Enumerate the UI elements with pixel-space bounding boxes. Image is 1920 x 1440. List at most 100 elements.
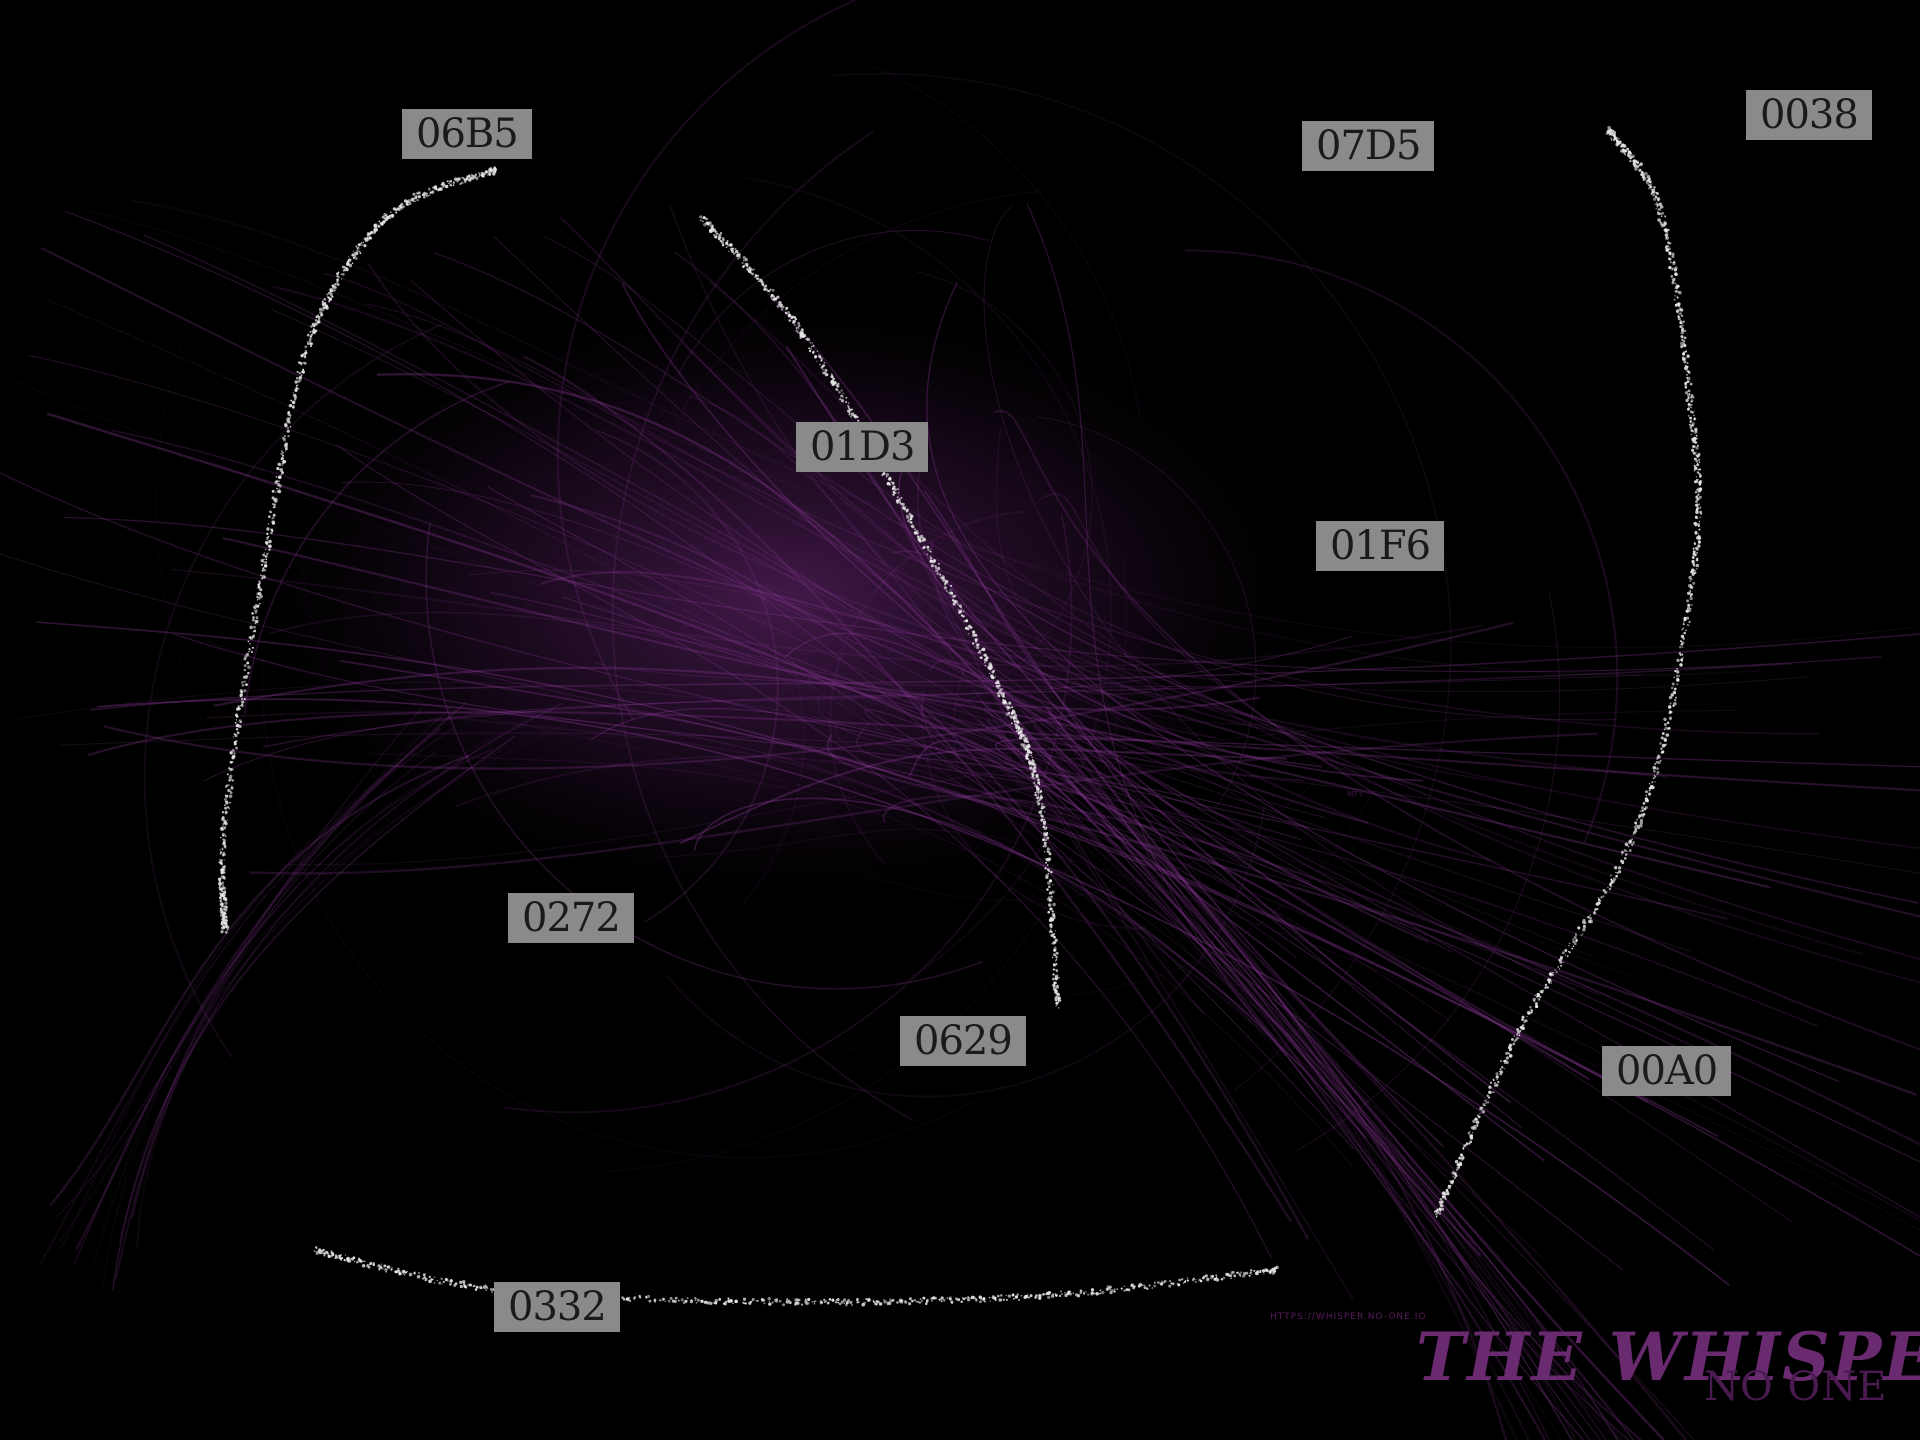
wisp-strand xyxy=(170,568,1484,668)
wisp-tail xyxy=(1047,711,1695,1440)
wisp-strand xyxy=(908,739,1545,1162)
wisp-arc xyxy=(143,322,444,1059)
wisp-strand xyxy=(63,516,1882,673)
node-label-01d3[interactable]: 01D3 xyxy=(796,422,929,472)
wisp-strand xyxy=(40,246,1368,824)
wisp-tail xyxy=(1065,708,1531,1440)
wisp-strand xyxy=(270,308,1327,819)
wisp-arc xyxy=(1036,415,1257,808)
wisp-arc xyxy=(243,380,510,715)
wisp-strand xyxy=(173,633,1309,829)
wisp-strand xyxy=(864,709,1714,1251)
wisp-strand xyxy=(708,280,1864,956)
wisp-strand xyxy=(540,571,1920,918)
wisp-arc xyxy=(829,510,1026,865)
wisp-arc xyxy=(1071,791,1374,996)
wisp-arc xyxy=(831,72,1452,1092)
credit-link[interactable]: HTTPS://WHISPER.NO-ONE.IO xyxy=(1270,1312,1427,1322)
node-label-0272[interactable]: 0272 xyxy=(508,893,634,943)
wisp-strand xyxy=(376,372,1482,1257)
wisp-strand xyxy=(826,733,1917,1096)
wisp-arc xyxy=(742,642,805,905)
wisp-tail xyxy=(131,702,563,1218)
wisp-strand xyxy=(544,236,1617,721)
wisp-strand xyxy=(487,486,1624,1271)
wisp-strand xyxy=(926,281,1840,1083)
wisp-strand xyxy=(202,635,1352,782)
wisp-strand xyxy=(103,621,1514,770)
wisp-arc xyxy=(953,592,1018,770)
node-label-0629[interactable]: 0629 xyxy=(900,1016,1026,1066)
wisp-tail xyxy=(986,720,1635,1440)
wisp-strand xyxy=(46,412,1590,1081)
node-label-01f6[interactable]: 01F6 xyxy=(1316,521,1445,571)
wisp-tail xyxy=(949,724,1563,1440)
wisp-arc xyxy=(869,63,1141,418)
wisp-strand xyxy=(683,344,1920,850)
node-label-0332[interactable]: 0332 xyxy=(494,1282,620,1332)
wisp-tail xyxy=(1021,729,1607,1440)
wisp-tail xyxy=(58,749,503,1242)
wisp-arc xyxy=(605,554,1128,1173)
node-label-0038[interactable]: 0038 xyxy=(1746,90,1872,140)
wisp-strand xyxy=(336,444,1273,1259)
wisp-strand xyxy=(0,472,1728,920)
wisp-strand xyxy=(206,711,1476,1246)
wisp-strand xyxy=(669,205,1217,739)
wisp-tail xyxy=(994,730,1584,1440)
node-label-07d5[interactable]: 07D5 xyxy=(1302,121,1435,171)
wisp-tail xyxy=(1032,724,1508,1440)
wisp-strand xyxy=(97,698,1730,1286)
wisp-strand xyxy=(272,285,1306,737)
wisp-strand xyxy=(16,682,1611,998)
wisp-strand xyxy=(249,732,1599,875)
wisp-tail xyxy=(1025,735,1518,1440)
wisp-strand xyxy=(111,429,1302,841)
wisp-strand xyxy=(410,279,1722,1060)
wisp-strand xyxy=(262,662,1792,748)
wisp-tail xyxy=(996,733,1619,1440)
wisp-tail xyxy=(136,706,452,1248)
wisp-strand xyxy=(995,427,1595,958)
wisp-tail xyxy=(115,727,442,1280)
wisp-strand xyxy=(993,410,1920,1051)
wisp-strand xyxy=(456,755,1297,959)
wisp-arc xyxy=(556,0,859,721)
wisp-tail xyxy=(980,700,1573,1440)
wisp-strand xyxy=(468,569,1810,693)
wisp-strand xyxy=(268,611,1691,953)
node-label-00a0[interactable]: 00A0 xyxy=(1602,1046,1732,1096)
wisp-strand xyxy=(929,659,1523,1129)
wisp-tail xyxy=(1032,746,1621,1440)
wisp-arc xyxy=(920,690,1146,930)
wisp-arc xyxy=(1185,249,1619,844)
wisp-tail xyxy=(959,737,1547,1440)
wisp-strand xyxy=(222,537,1260,711)
wisp-strand xyxy=(674,251,1206,1016)
wisp-strand xyxy=(594,662,1643,688)
wisp-strand xyxy=(657,828,1281,1051)
wisp-strand xyxy=(202,639,1920,1231)
wisp-arc xyxy=(297,482,890,1050)
wisp-strand xyxy=(983,205,1576,990)
wisp-strand xyxy=(130,199,1762,676)
wisp-strand xyxy=(923,490,1649,1103)
wisp-strand xyxy=(0,553,1599,995)
wisp-tail xyxy=(1034,758,1618,1440)
wisp-strand xyxy=(561,596,1312,884)
wisp-strand xyxy=(688,395,1355,1301)
wisp-strand xyxy=(693,797,1367,1139)
wisp-tail xyxy=(976,719,1602,1440)
wisp-strand xyxy=(995,737,1920,768)
wisp-strand xyxy=(86,210,1913,649)
node-label-06b5[interactable]: 06B5 xyxy=(402,109,532,159)
wisp-strand xyxy=(679,747,1288,845)
faint-mark-text: MFY xyxy=(1347,790,1364,799)
wisp-tail xyxy=(982,755,1640,1440)
wisp-strand xyxy=(12,379,1648,984)
wisp-cloud xyxy=(220,280,1340,920)
wisp-arc xyxy=(503,513,1073,1114)
wisp-arc xyxy=(865,751,1344,901)
